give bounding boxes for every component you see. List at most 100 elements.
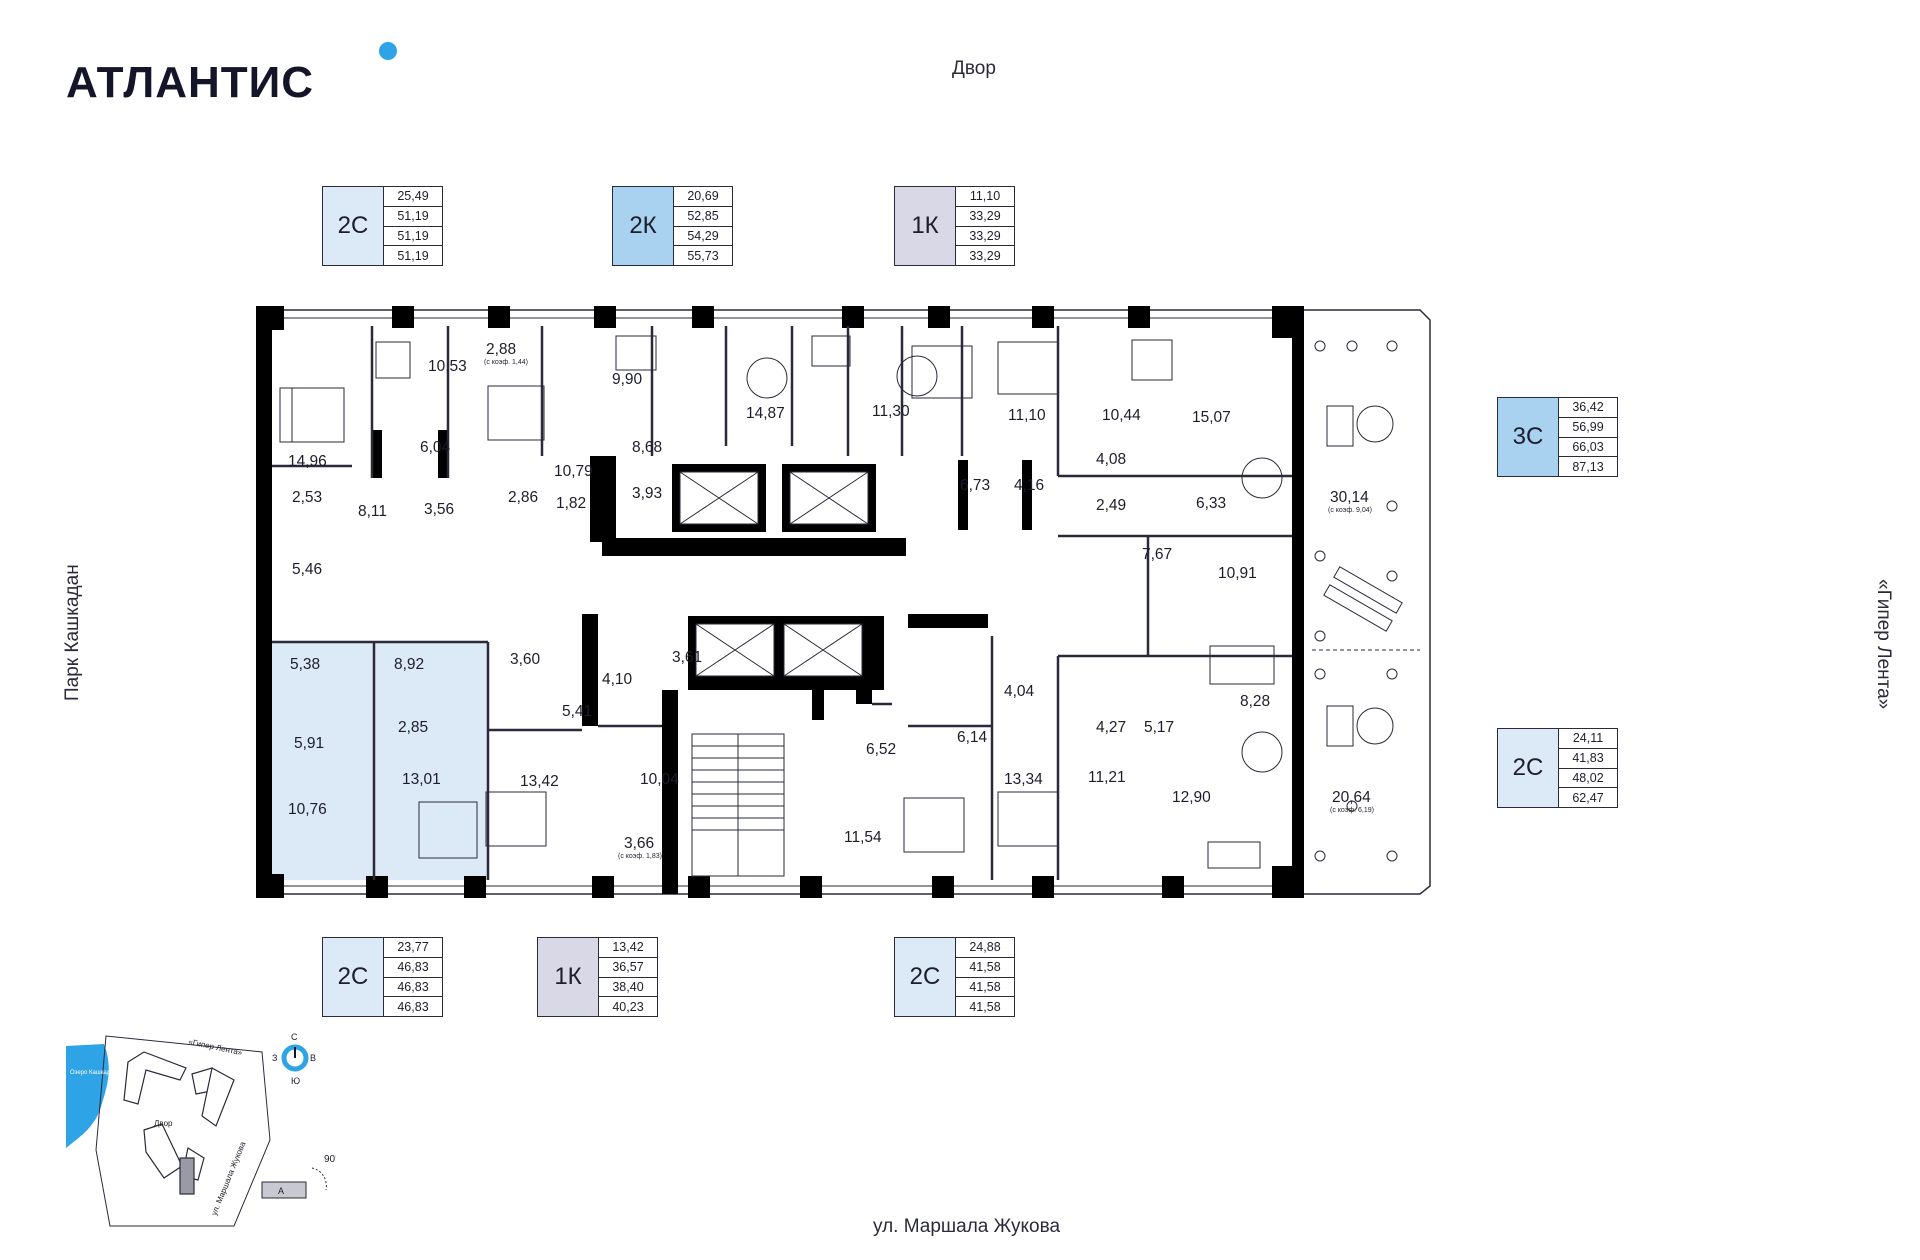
room-area: 2,49	[1096, 497, 1126, 514]
section-block[interactable]	[261, 1181, 307, 1199]
apt-area-value: 23,77	[384, 938, 442, 958]
apt-area-list: 20,69 52,85 54,29 55,73	[674, 186, 733, 266]
room-area: 30,14	[1330, 489, 1369, 506]
minimap-yard-label: Двор	[154, 1119, 173, 1128]
room-area-note: (с коэф. 9,04)	[1328, 507, 1372, 514]
apt-area-value: 56,99	[1559, 418, 1617, 438]
wall	[1292, 310, 1304, 894]
apt-area-list: 23,77 46,83 46,83 46,83	[384, 937, 443, 1017]
apt-type-code: 2С	[894, 937, 956, 1017]
apt-badge-top-3[interactable]: 1К 11,10 33,29 33,29 33,29	[894, 186, 1015, 266]
apt-badge-right-2[interactable]: 2С 24,11 41,83 48,02 62,47	[1497, 728, 1618, 808]
apt-badge-bottom-1[interactable]: 2С 23,77 46,83 46,83 46,83	[322, 937, 443, 1017]
apt-area-list: 36,42 56,99 66,03 87,13	[1559, 397, 1618, 477]
compass-icon: С Ю З В	[272, 1032, 316, 1086]
room-area: 2,85	[398, 719, 428, 736]
room-area: 6,33	[1196, 495, 1226, 512]
apt-badge-right-1[interactable]: 3С 36,42 56,99 66,03 87,13	[1497, 397, 1618, 477]
room-area-note: (с коэф. 1,83)	[618, 853, 662, 860]
apt-area-value: 46,83	[384, 958, 442, 978]
room-area: 14,96	[288, 453, 327, 470]
side-label-top: Двор	[952, 58, 996, 79]
apt-area-value: 55,73	[687, 248, 719, 263]
apt-area-value: 38,40	[599, 978, 657, 998]
apt-area-value: 33,29	[956, 227, 1014, 247]
brand-logo: АТЛАНТИС	[66, 58, 314, 108]
room-area: 6,73	[960, 477, 990, 494]
site-outline	[95, 1035, 271, 1227]
apt-area-value: 36,57	[599, 958, 657, 978]
apt-area-value: 33,29	[956, 207, 1014, 227]
apt-area-value: 41,58	[969, 999, 1001, 1014]
room-area: 7,67	[1142, 546, 1172, 563]
apt-badge-top-2[interactable]: 2К 20,69 52,85 54,29 55,73	[612, 186, 733, 266]
apt-badge-top-1[interactable]: 2С 25,49 51,19 51,19 51,19	[322, 186, 443, 266]
room-area: 20,64	[1332, 789, 1371, 806]
room-area: 3,66	[624, 835, 654, 852]
wall	[256, 310, 272, 894]
minimap-lake-label: Озеро Кашкадан	[70, 1070, 117, 1076]
apt-area-value: 41,83	[1559, 749, 1617, 769]
apt-area-value: 51,19	[397, 248, 429, 263]
minimap-street-label: ул. Маршала Жукова	[210, 1140, 248, 1217]
apt-area-value: 54,29	[674, 227, 732, 247]
apt-area-value: 13,42	[599, 938, 657, 958]
side-label-left: Парк Кашкадан	[62, 564, 83, 701]
minimap-store-label: «Гипер Лента»	[188, 1037, 244, 1057]
room-area: 15,07	[1192, 409, 1231, 426]
side-label-bottom: ул. Маршала Жукова	[873, 1216, 1061, 1237]
room-area: 5,41	[562, 703, 592, 720]
room-area: 11,30	[872, 403, 910, 420]
apt-type-code: 3С	[1497, 397, 1559, 477]
room-area: 11,10	[1008, 407, 1046, 424]
compass-west: З	[272, 1053, 277, 1063]
side-label-right: «Гипер Лента»	[1873, 579, 1894, 710]
room-area: 4,16	[1014, 477, 1044, 494]
elevator-icons	[679, 471, 869, 677]
lake-shape	[66, 1044, 109, 1148]
apt-type-code: 2С	[1497, 728, 1559, 808]
apt-area-value: 36,42	[1559, 398, 1617, 418]
room-area: 6,04	[420, 439, 451, 456]
apt-type-code: 1К	[894, 186, 956, 266]
highlight-apt-left	[272, 642, 374, 880]
window-strip-bottom	[259, 885, 1303, 895]
apt-area-value: 62,47	[1572, 790, 1604, 805]
room-area: 12,90	[1172, 789, 1211, 806]
apt-area-value: 24,88	[956, 938, 1014, 958]
apt-area-list: 13,42 36,57 38,40 40,23	[599, 937, 658, 1017]
room-area: 10,91	[1218, 565, 1257, 582]
room-area: 6,14	[957, 729, 988, 746]
room-area: 4,04	[1004, 683, 1035, 700]
compass-north: С	[291, 1032, 298, 1042]
apt-area-value: 25,49	[384, 187, 442, 207]
apt-area-value: 48,02	[1559, 769, 1617, 789]
apt-area-value: 66,03	[1559, 438, 1617, 458]
apt-area-value: 20,69	[674, 187, 732, 207]
apt-area-value: 11,10	[956, 187, 1014, 207]
section-label: А	[278, 1186, 284, 1196]
room-area: 8,28	[1240, 693, 1270, 710]
apt-area-value: 46,83	[384, 978, 442, 998]
apt-area-value: 41,58	[956, 978, 1014, 998]
apt-area-value: 52,85	[674, 207, 732, 227]
apt-badge-bottom-2[interactable]: 1К 13,42 36,57 38,40 40,23	[537, 937, 658, 1017]
room-area: 3,60	[510, 651, 541, 668]
room-area: 10,79	[554, 463, 593, 480]
apt-type-code: 2С	[322, 937, 384, 1017]
room-area: 10,44	[1102, 407, 1141, 424]
floor-plan: 14,96 10,53 2,88 (с коэф. 1,44) 9,90 14,…	[256, 306, 1431, 898]
apt-type-code: 1К	[537, 937, 599, 1017]
room-area: 4,27	[1096, 719, 1126, 736]
room-area-note: (с коэф. 6,19)	[1330, 807, 1374, 814]
apt-area-value: 24,11	[1559, 729, 1617, 749]
apt-area-value: 87,13	[1572, 459, 1604, 474]
room-area: 10,53	[428, 358, 467, 375]
room-area: 2,53	[292, 489, 322, 506]
room-area: 13,42	[520, 773, 559, 790]
apt-badge-bottom-3[interactable]: 2С 24,88 41,58 41,58 41,58	[894, 937, 1015, 1017]
room-area: 4,08	[1096, 451, 1126, 468]
brand-dot-icon	[379, 42, 397, 60]
plants	[1314, 340, 1398, 862]
room-area: 4,10	[602, 671, 633, 688]
